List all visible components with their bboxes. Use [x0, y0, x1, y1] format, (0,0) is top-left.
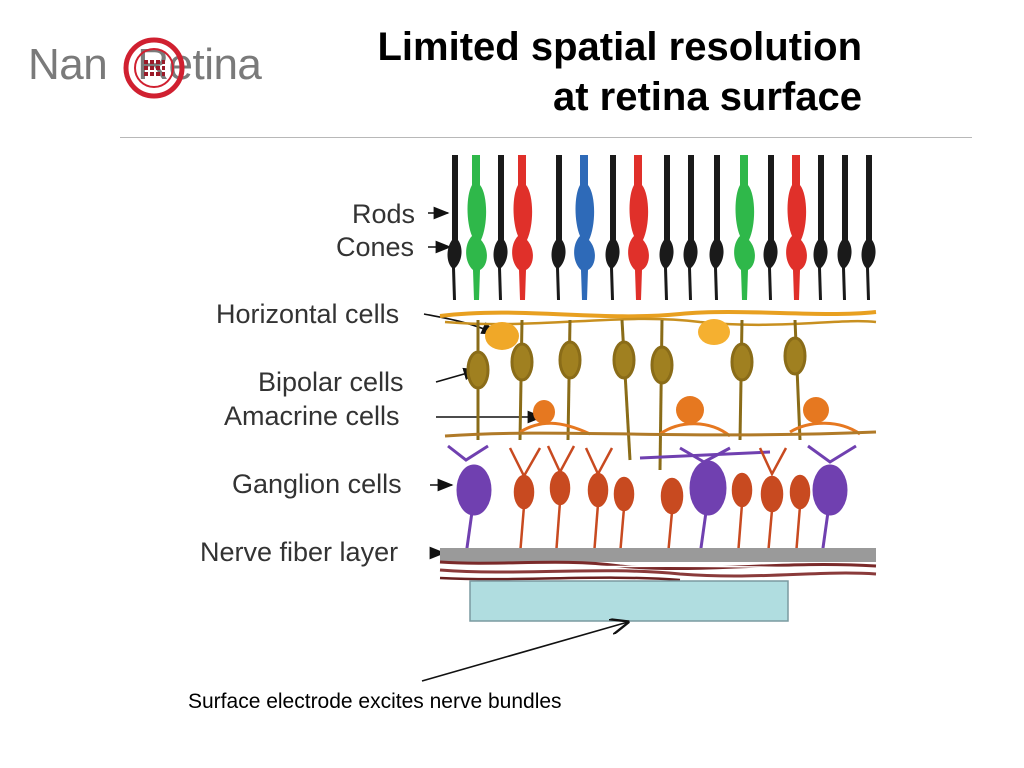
label-amacrine-cells: Amacrine cells [224, 401, 400, 431]
title-line-2: at retina surface [552, 75, 862, 119]
logo-ring-icon [123, 37, 185, 99]
label-horizontal-cells: Horizontal cells [216, 299, 400, 329]
label-cones: Cones [336, 232, 415, 262]
caption: Surface electrode excites nerve bundles [188, 690, 562, 713]
logo-text-after: Retina [137, 40, 262, 89]
photoreceptor-layer [447, 155, 876, 300]
nanoretina-logo: Nan Retina [28, 34, 288, 104]
title-divider [120, 137, 972, 138]
logo-wordmark: Nan Retina [28, 40, 262, 90]
amacrine-cell-layer [444, 396, 877, 438]
label-ganglion-cells: Ganglion cells [232, 469, 402, 499]
retina-diagram [423, 155, 877, 622]
rods-group [447, 155, 876, 300]
slide-title: Limited spatial resolution at retina sur… [377, 22, 862, 122]
label-bipolar-cells: Bipolar cells [258, 367, 404, 397]
bipolar-cell-layer [466, 319, 807, 471]
horizontal-cell-layer [439, 310, 877, 350]
nerve-fiber-layer [439, 548, 877, 582]
cones-group [466, 155, 807, 300]
label-rods: Rods [352, 199, 416, 229]
surface-electrode [469, 580, 789, 622]
ganglion-cell-layer [447, 444, 857, 556]
label-nerve-fiber-layer: Nerve fiber layer [200, 537, 399, 567]
title-line-1: Limited spatial resolution [377, 25, 862, 69]
logo-text-before: Nan [28, 40, 108, 89]
